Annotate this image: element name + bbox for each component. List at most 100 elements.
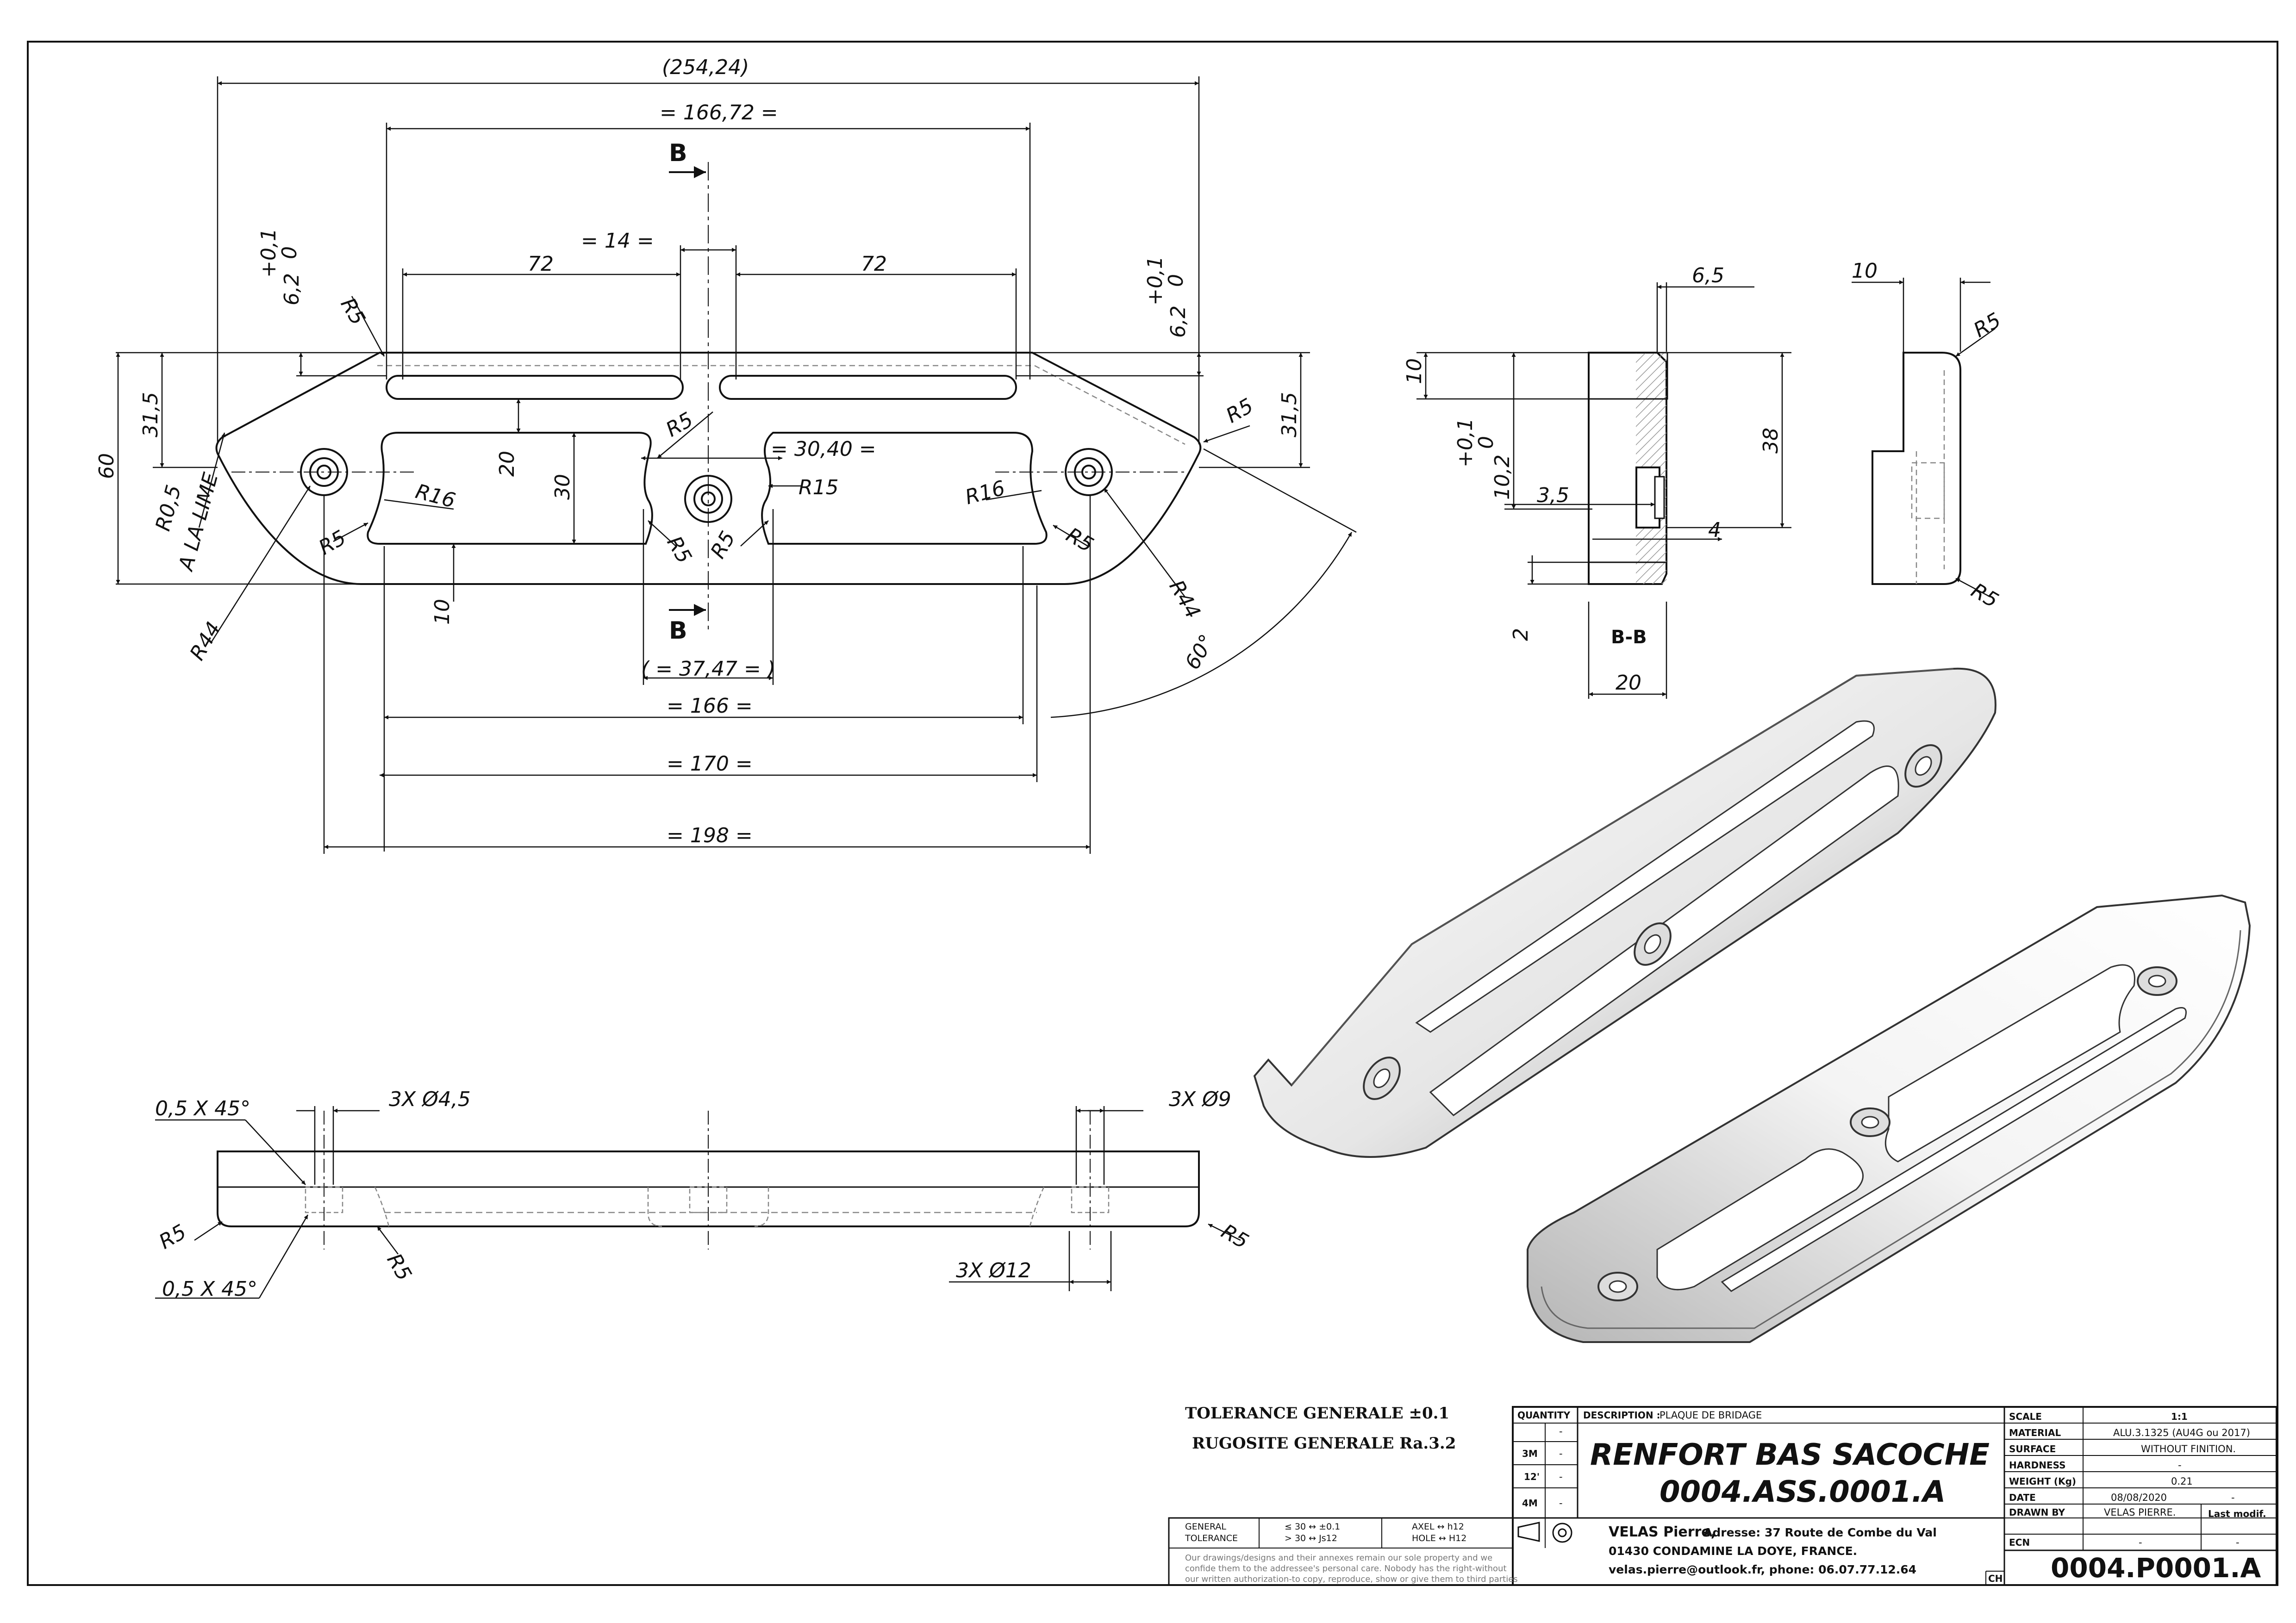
author-address-1: Adresse: 37 Route de Combe du Val bbox=[1703, 1526, 1937, 1539]
dim-r44-left: R44 bbox=[185, 618, 225, 664]
top-view-outline bbox=[215, 352, 1202, 585]
quantity-row-3-value: - bbox=[1559, 1471, 1563, 1482]
tolerance-hole: HOLE ↔ H12 bbox=[1412, 1533, 1466, 1543]
note-general-roughness: RUGOSITE GENERALE Ra.3.2 bbox=[1192, 1434, 1456, 1453]
dim-r44-right: R44 bbox=[1164, 576, 1204, 622]
dim-10-2: 10,2 bbox=[1491, 454, 1514, 500]
end-view bbox=[1872, 352, 1961, 585]
sheet-border bbox=[27, 41, 2278, 1586]
description-label: DESCRIPTION : bbox=[1583, 1410, 1660, 1421]
author-contact: velas.pierre@outlook.fr, phone: 06.07.77… bbox=[1609, 1563, 1916, 1576]
section-label: B-B bbox=[1611, 627, 1647, 648]
dim-front-r5-left: R5 bbox=[155, 1220, 190, 1254]
prop-hardness-label: HARDNESS bbox=[2009, 1460, 2066, 1471]
dim-6-2-left: 6,2 bbox=[280, 273, 304, 305]
prop-scale-value: 1:1 bbox=[2171, 1411, 2188, 1422]
slot-right bbox=[719, 375, 1017, 400]
ecn-label: ECN bbox=[2009, 1537, 2030, 1548]
date-label: DATE bbox=[2009, 1492, 2036, 1503]
prop-scale-label: SCALE bbox=[2009, 1411, 2042, 1422]
dim-r0-5: R0,5 bbox=[151, 483, 186, 534]
dim-chamfer-top: 0,5 X 45° bbox=[155, 1097, 250, 1120]
dim-72-left: 72 bbox=[528, 252, 554, 276]
drawing-number: 0004.P0001.A bbox=[2051, 1552, 2261, 1584]
window-right bbox=[761, 432, 1048, 545]
date-extra: - bbox=[2231, 1492, 2235, 1503]
top-view-dimensions bbox=[116, 76, 1357, 854]
slot-left bbox=[386, 375, 684, 400]
dim-r16-left: R16 bbox=[413, 479, 458, 513]
dim-30: 30 bbox=[551, 474, 574, 500]
disclaimer-line-3: our written authorization-to copy, repro… bbox=[1185, 1574, 1518, 1584]
prop-surface-label: SURFACE bbox=[2009, 1443, 2056, 1455]
dim-angle-60: 60° bbox=[1180, 630, 1219, 673]
dim-r5-mid-b: R5 bbox=[706, 527, 740, 562]
ecn-extra: - bbox=[2236, 1537, 2240, 1548]
dim-r15: R15 bbox=[799, 476, 839, 499]
front-view-dim-labels: 0,5 X 45° 3X Ø4,5 3X Ø9 3X Ø12 0,5 X 45°… bbox=[155, 1088, 1253, 1301]
dim-holes-12: 3X Ø12 bbox=[956, 1259, 1031, 1282]
note-general-tolerance: TOLERANCE GENERALE ±0.1 bbox=[1185, 1404, 1449, 1423]
dim-2: 2 bbox=[1509, 628, 1533, 641]
dim-30-40: = 30,40 = bbox=[771, 437, 876, 461]
dim-tol-right: +0,1 bbox=[1143, 256, 1167, 305]
isometric-render-bottom bbox=[1527, 894, 2251, 1343]
drawn-by-value: VELAS PIERRE. bbox=[2104, 1507, 2176, 1518]
dim-198: = 198 = bbox=[667, 824, 753, 847]
top-view-hidden-edge bbox=[377, 365, 1185, 445]
dim-6-2-right: 6,2 bbox=[1167, 305, 1190, 338]
dim-72-right: 72 bbox=[861, 252, 887, 276]
section-mark-top: B bbox=[669, 139, 687, 167]
description-value: PLAQUE DE BRIDAGE bbox=[1660, 1410, 1762, 1421]
tolerance-tol-label: TOLERANCE bbox=[1185, 1533, 1238, 1543]
dim-20: 20 bbox=[495, 451, 519, 477]
title-block bbox=[1168, 1406, 2277, 1586]
dim-section-20: 20 bbox=[1616, 671, 1641, 695]
end-view-dimensions bbox=[1852, 278, 1996, 598]
dim-31-5-left: 31,5 bbox=[139, 392, 162, 437]
tolerance-axel: AXEL ↔ h12 bbox=[1412, 1522, 1464, 1532]
country-code: CH bbox=[1988, 1573, 2003, 1584]
dim-section-tol: +0,1 bbox=[1454, 418, 1477, 467]
front-view-dimensions bbox=[155, 1106, 1241, 1299]
dim-10: 10 bbox=[430, 599, 454, 625]
dim-166: = 166 = bbox=[667, 694, 753, 718]
part-title: RENFORT BAS SACOCHE bbox=[1590, 1438, 1990, 1472]
dim-3-5: 3,5 bbox=[1537, 484, 1569, 507]
quantity-row-3-label: 12' bbox=[1524, 1471, 1540, 1482]
drawn-by-label: DRAWN BY bbox=[2009, 1507, 2065, 1518]
dim-31-5-right: 31,5 bbox=[1278, 392, 1301, 437]
quantity-row-1-value: - bbox=[1559, 1426, 1563, 1437]
dim-front-r5-right: R5 bbox=[1217, 1219, 1253, 1253]
prop-surface-value: WITHOUT FINITION. bbox=[2141, 1443, 2236, 1455]
section-view-dimensions bbox=[1416, 282, 1791, 699]
author-address-2: 01430 CONDAMINE LA DOYE, FRANCE. bbox=[1609, 1544, 1857, 1558]
dim-holes-9: 3X Ø9 bbox=[1169, 1088, 1231, 1111]
tolerance-row-2: > 30 ↔ Js12 bbox=[1285, 1533, 1337, 1543]
dim-tol-left: +0,1 bbox=[257, 228, 281, 278]
dim-6-5: 6,5 bbox=[1692, 264, 1724, 287]
disclaimer-line-2: confide them to the addressee's personal… bbox=[1185, 1564, 1507, 1573]
dim-r5-right: R5 bbox=[1222, 394, 1257, 428]
prop-material-value: ALU.3.1325 (AU4G ou 2017) bbox=[2113, 1427, 2250, 1438]
dim-end-10: 10 bbox=[1852, 259, 1878, 283]
prop-material-label: MATERIAL bbox=[2009, 1427, 2061, 1438]
prop-weight-label: WEIGHT (Kg) bbox=[2009, 1476, 2076, 1487]
title-block-text: QUANTITY - 3M - 12' - 4M - DESCRIPTION :… bbox=[1185, 1410, 2266, 1584]
dim-r16-right: R16 bbox=[963, 476, 1008, 510]
section-arrows bbox=[669, 166, 706, 616]
dim-37-47: ( = 37,47 = ) bbox=[641, 657, 775, 681]
quantity-row-2-value: - bbox=[1559, 1448, 1563, 1459]
date-value: 08/08/2020 bbox=[2111, 1492, 2167, 1503]
dim-end-r5-bottom: R5 bbox=[1967, 578, 2003, 612]
top-view bbox=[215, 162, 1202, 629]
dim-r5-top-left: R5 bbox=[336, 294, 369, 329]
isometric-render-top bbox=[1253, 667, 1997, 1158]
quantity-header: QUANTITY bbox=[1517, 1410, 1571, 1421]
tolerance-row-1: ≤ 30 ↔ ±0.1 bbox=[1285, 1522, 1340, 1532]
dim-section-10: 10 bbox=[1403, 358, 1426, 384]
dim-holes-4-5: 3X Ø4,5 bbox=[389, 1088, 471, 1111]
last-modif-label: Last modif. bbox=[2208, 1508, 2266, 1519]
section-view-dim-labels: 6,5 10 38 +0,1 0 10,2 3,5 4 2 20 B-B bbox=[1403, 264, 1783, 695]
